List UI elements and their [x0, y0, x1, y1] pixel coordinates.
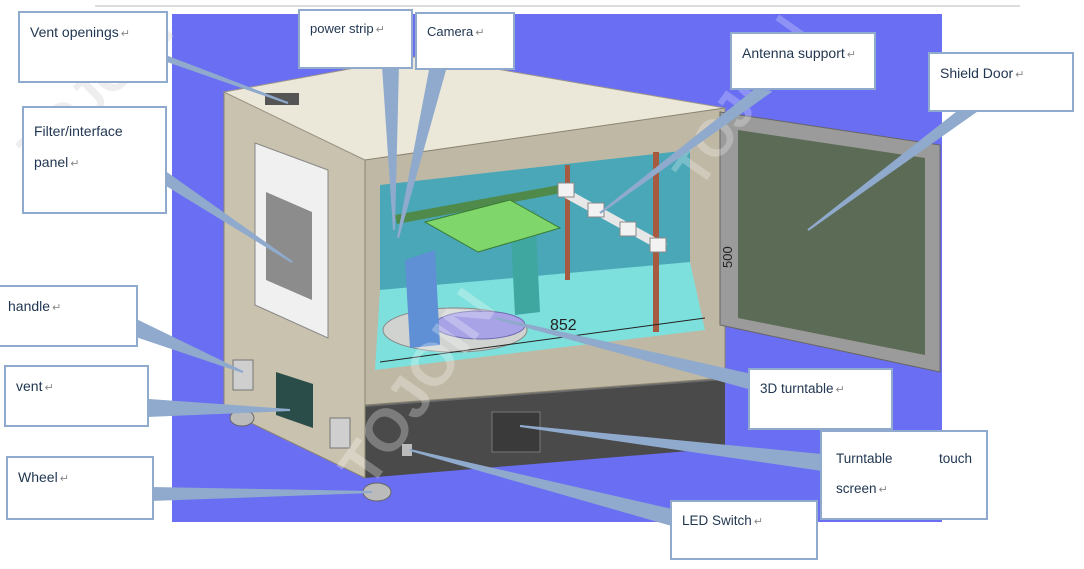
- label-led-switch: LED Switch: [682, 513, 752, 528]
- label-handle: handle: [8, 298, 51, 314]
- callout-antenna-support: Antenna support↵: [730, 32, 876, 90]
- callout-camera: Camera↵: [415, 12, 515, 70]
- turntable-arm-left: [405, 250, 440, 348]
- label-power-strip: power strip: [310, 21, 374, 36]
- return-mark-icon: ↵: [846, 49, 856, 61]
- green-rail: [395, 183, 572, 224]
- callout-power-strip: power strip↵: [298, 9, 413, 69]
- antenna-clamp: [557, 182, 575, 198]
- antenna-post-left: [565, 165, 570, 280]
- label-filter-panel-line1: Filter/interface: [34, 123, 123, 139]
- label-shield-door: Shield Door: [940, 65, 1014, 81]
- label-filter-panel-line2: panel: [34, 153, 69, 170]
- shield-door-glass: [738, 130, 925, 355]
- return-mark-icon: ↵: [753, 516, 763, 528]
- antenna-clamp: [587, 202, 605, 218]
- callout-vent: vent↵: [4, 365, 149, 427]
- leader-antenna-support: [599, 88, 773, 214]
- label-3d-turntable: 3D turntable: [760, 381, 834, 396]
- label-antenna-support: Antenna support: [742, 45, 845, 61]
- return-mark-icon: ↵: [835, 384, 845, 396]
- callout-touch-screen: Turntable touch screen↵: [820, 430, 988, 520]
- return-mark-icon: ↵: [878, 483, 888, 496]
- return-mark-icon: ↵: [44, 382, 54, 394]
- antenna-clamp: [619, 221, 637, 237]
- filter-panel-module: [266, 192, 312, 300]
- leader-camera: [397, 69, 447, 239]
- callout-shield-door: Shield Door↵: [928, 52, 1074, 112]
- callout-handle: handle↵: [0, 285, 138, 347]
- dimension-line: [379, 317, 706, 363]
- handle-upper: [232, 359, 254, 391]
- antenna-clamp: [649, 237, 667, 253]
- led-switch-box: [402, 444, 412, 456]
- antenna-rod: [557, 186, 668, 252]
- label-vent-openings: Vent openings: [30, 24, 119, 40]
- callout-led-switch: LED Switch↵: [670, 500, 818, 560]
- label-camera: Camera: [427, 24, 474, 39]
- return-mark-icon: ↵: [1015, 69, 1025, 81]
- callout-wheel: Wheel↵: [6, 456, 154, 520]
- label-vent: vent: [16, 378, 43, 394]
- return-mark-icon: ↵: [375, 24, 385, 36]
- return-mark-icon: ↵: [70, 157, 80, 170]
- return-mark-icon: ↵: [120, 28, 130, 40]
- dimension-width: 852: [550, 317, 577, 334]
- callout-vent-openings: Vent openings↵: [18, 11, 168, 83]
- label-touch-screen-word1: Turntable: [836, 451, 893, 466]
- handle-lower: [329, 417, 351, 449]
- side-vent-grille: [276, 372, 313, 428]
- touch-screen-panel: [491, 411, 541, 453]
- test-tray: [423, 199, 562, 253]
- return-mark-icon: ↵: [52, 302, 62, 314]
- label-touch-screen-word2: touch: [938, 451, 972, 466]
- label-touch-screen-line2: screen: [836, 480, 877, 496]
- label-wheel: Wheel: [18, 469, 58, 485]
- return-mark-icon: ↵: [59, 473, 69, 485]
- return-mark-icon: ↵: [475, 27, 485, 39]
- callout-3d-turntable: 3D turntable↵: [748, 368, 893, 430]
- top-vent-grille: [265, 93, 299, 105]
- dimension-height: 500: [720, 246, 735, 268]
- callout-filter-panel: Filter/interface panel↵: [22, 106, 167, 214]
